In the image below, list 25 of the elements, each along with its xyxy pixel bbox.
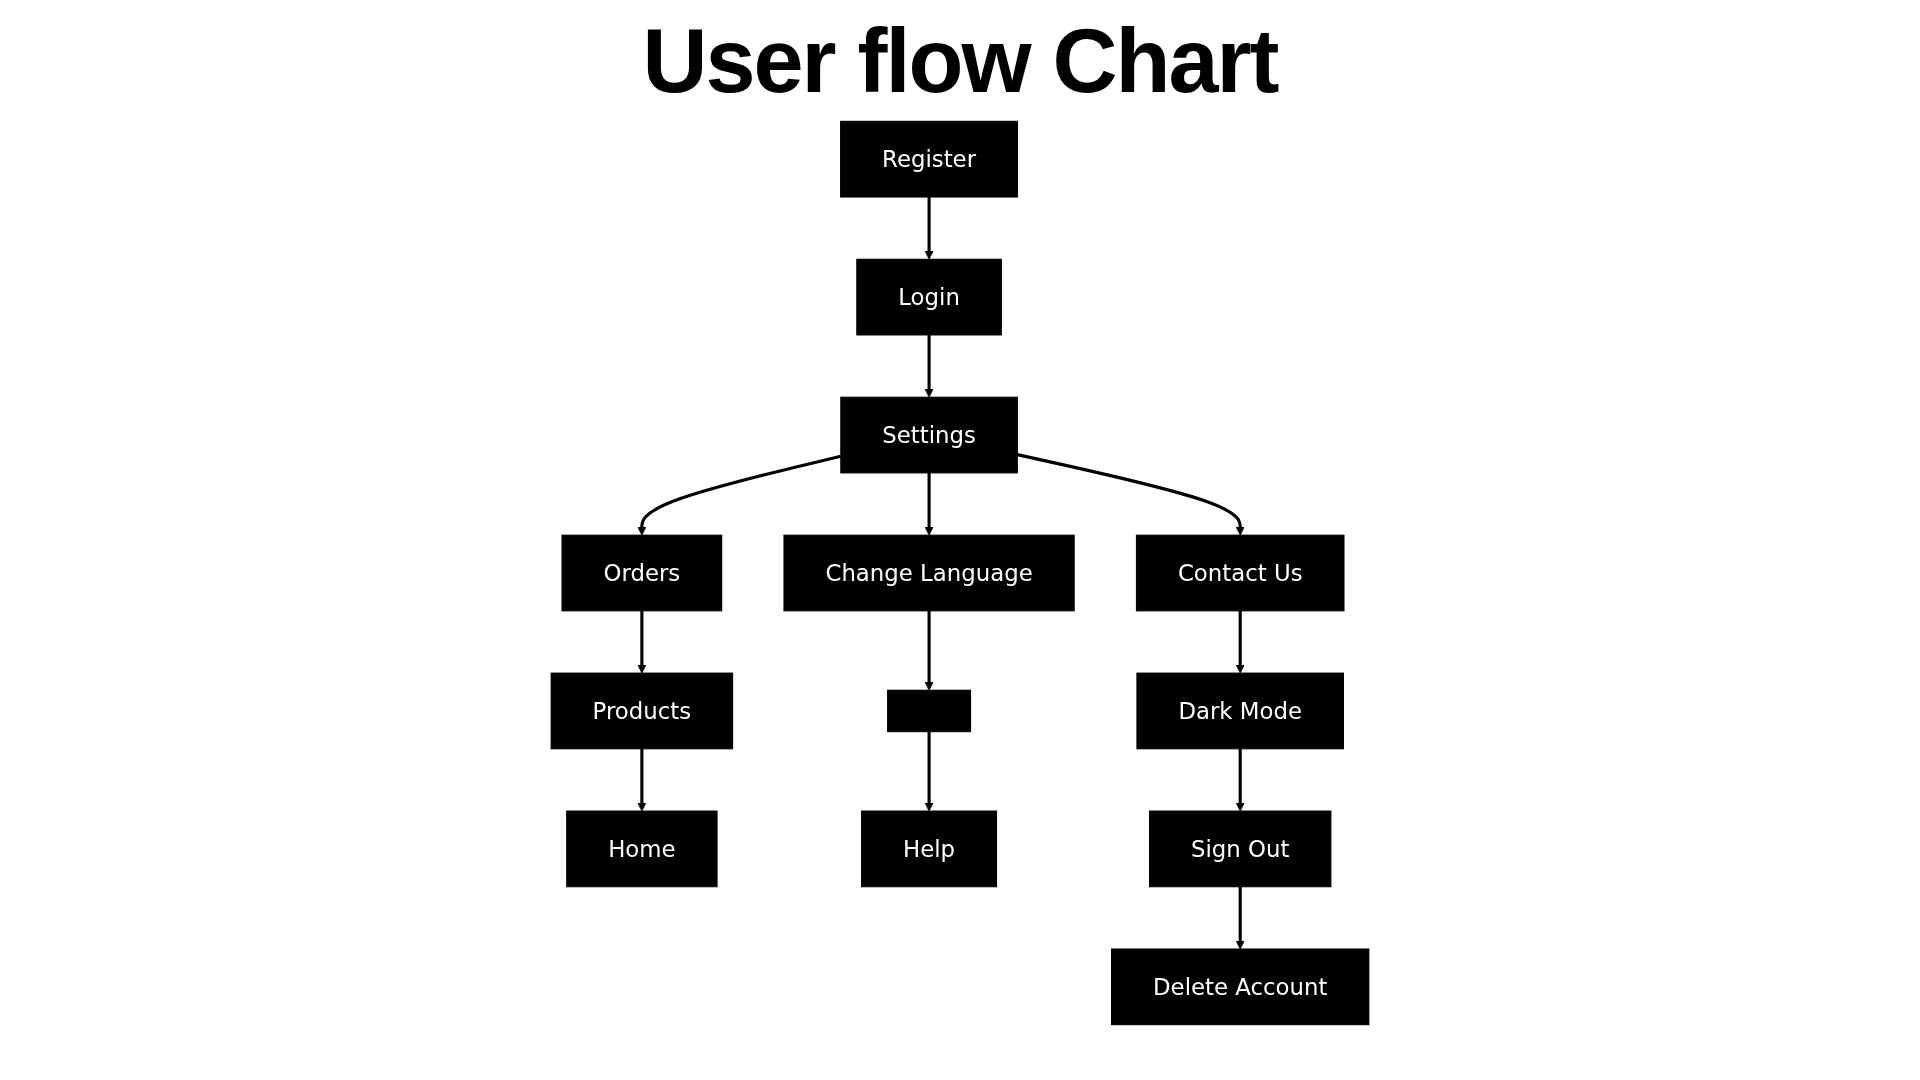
node-box: Orders bbox=[561, 534, 723, 612]
arrow bbox=[1235, 748, 1245, 812]
node-box: Settings bbox=[840, 396, 1018, 474]
node-box: Help bbox=[861, 810, 998, 888]
arrow bbox=[924, 197, 934, 260]
arrow bbox=[637, 748, 647, 812]
node-box: Sign Out bbox=[1149, 810, 1332, 888]
node-box: Products bbox=[550, 672, 734, 750]
node-box: Change Language bbox=[783, 534, 1075, 612]
arrow bbox=[924, 334, 934, 398]
arrow bbox=[1235, 610, 1245, 674]
arrow bbox=[1017, 453, 1245, 536]
node-box: Register bbox=[840, 120, 1019, 198]
node-box: Contact Us bbox=[1135, 534, 1345, 612]
arrow bbox=[924, 731, 934, 812]
arrow bbox=[924, 610, 934, 691]
node-box: Dark Mode bbox=[1136, 672, 1344, 750]
arrow bbox=[637, 610, 647, 674]
arrow bbox=[924, 472, 934, 536]
node-box: Login bbox=[856, 258, 1002, 336]
node-box: Delete Account bbox=[1111, 948, 1370, 1026]
arrow bbox=[1235, 886, 1245, 950]
node-box bbox=[887, 689, 972, 733]
node-box: Home bbox=[566, 810, 718, 888]
title: User flow Chart bbox=[641, 10, 1280, 113]
